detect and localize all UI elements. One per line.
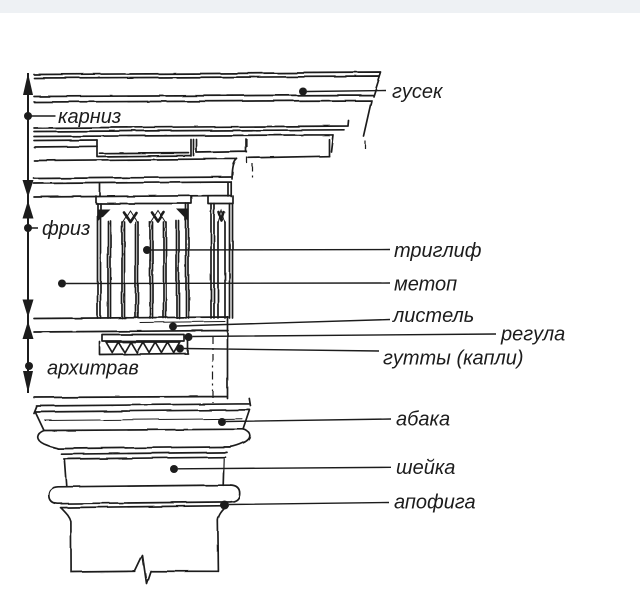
top-strip bbox=[0, 0, 640, 13]
taenia-lines bbox=[33, 176, 233, 198]
order-sketch bbox=[33, 71, 382, 585]
listel-inner-line bbox=[139, 321, 226, 323]
label-arkhitrav: архитрав bbox=[47, 358, 139, 380]
label-friz: фриз bbox=[42, 218, 90, 240]
label-sheyka: шейка bbox=[396, 457, 455, 479]
label-abaka: абака bbox=[396, 409, 450, 431]
labels: гусек карниз фриз триглиф метоп листель … bbox=[42, 81, 565, 514]
dot-gutty bbox=[176, 344, 184, 353]
label-triglif: триглиф bbox=[394, 240, 482, 262]
dot-abaka bbox=[218, 418, 226, 426]
hidden-edge-lines bbox=[212, 139, 366, 403]
label-karniz: карниз bbox=[58, 106, 121, 128]
triglyph-channel-peaks bbox=[121, 208, 226, 224]
triglyph-chamfer-marks bbox=[122, 211, 226, 223]
abacus-mid-line bbox=[44, 418, 243, 421]
label-listel: листель bbox=[392, 305, 474, 327]
regula-guttae bbox=[98, 333, 189, 356]
dimension-line bbox=[22, 73, 34, 393]
shaft-lines bbox=[60, 504, 228, 585]
dot-metop bbox=[58, 279, 66, 288]
dot-apofiga bbox=[220, 500, 229, 510]
leader-lines bbox=[30, 89, 497, 506]
triglyph-edge-chamfers bbox=[97, 209, 189, 222]
dot-triglif bbox=[143, 246, 151, 254]
label-gutty: гутты (капли) bbox=[383, 348, 524, 370]
dot-listel bbox=[169, 322, 177, 331]
echinus-neck-lines bbox=[36, 428, 251, 488]
label-metop: метоп bbox=[394, 274, 457, 296]
dot-sheyka bbox=[170, 465, 178, 473]
cornice-lines bbox=[33, 71, 382, 180]
label-apofiga: апофига bbox=[394, 492, 476, 514]
dimension-arrowheads bbox=[22, 73, 34, 393]
architrave-lines bbox=[33, 331, 229, 400]
triglyph-verticals bbox=[96, 202, 234, 319]
listel-band bbox=[33, 316, 229, 333]
triglyph-capital-bands bbox=[95, 195, 234, 205]
dot-regula bbox=[184, 333, 193, 341]
mutule-panels bbox=[96, 138, 330, 158]
astragal-lines bbox=[47, 484, 241, 509]
label-gusek: гусек bbox=[392, 81, 444, 103]
abacus-lines bbox=[33, 397, 252, 432]
label-regula: регула bbox=[500, 324, 565, 346]
dot-gusek bbox=[299, 87, 307, 96]
